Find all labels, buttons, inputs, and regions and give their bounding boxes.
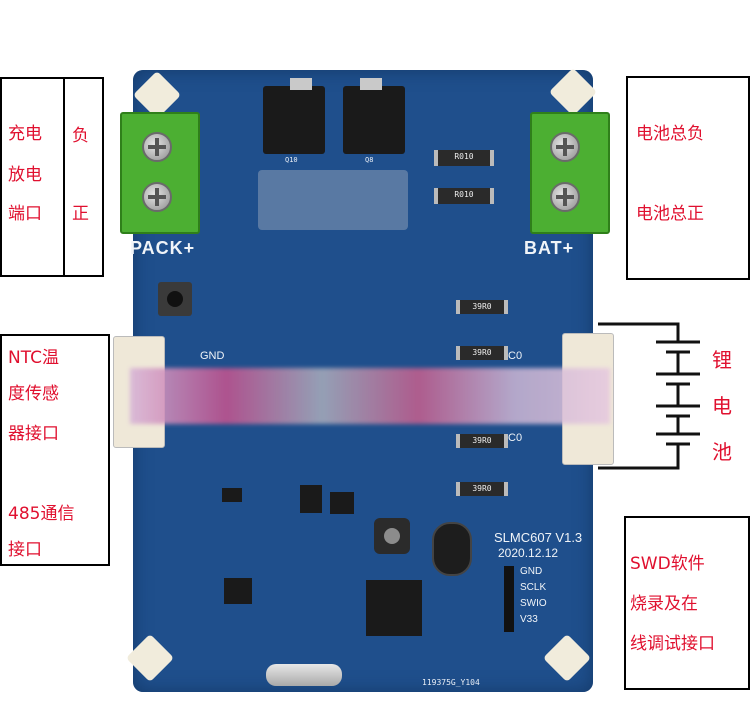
shunt-resistor: R010: [434, 188, 494, 204]
blurred-chip-band: [130, 368, 610, 424]
swd-text-1: SWD软件: [630, 554, 705, 574]
rs485-text-2: 接口: [8, 540, 42, 560]
smd-component: [222, 488, 242, 502]
mosfet-label: Q8: [365, 156, 374, 164]
battery-label-2: 电: [712, 394, 732, 418]
rs485-text-1: 485通信: [8, 504, 75, 524]
electrolytic-capacitor: [432, 522, 472, 576]
screw-icon: [142, 132, 172, 162]
board-code: 119375G_Y104: [422, 678, 480, 687]
board-model-label: SLMC607 V1.3: [494, 530, 583, 545]
mosfet-q10: [263, 86, 325, 154]
bat-plus-label: BAT+: [524, 238, 575, 258]
battery-total-negative: 电池总负: [636, 124, 704, 144]
pack-plus-label: PACK+: [130, 238, 196, 258]
ntc-485-box: [0, 334, 110, 566]
screw-icon: [550, 132, 580, 162]
copper-pour: [258, 170, 408, 230]
mosfet-tab: [360, 78, 382, 90]
smd-component: [330, 492, 354, 514]
ic-u4: [224, 578, 252, 604]
polarity-box: [63, 77, 104, 277]
ntc-text-2: 度传感: [8, 384, 59, 404]
ntc-text-1: NTC温: [8, 348, 59, 368]
screw-icon: [550, 182, 580, 212]
polarity-positive: 正: [72, 204, 89, 224]
board-date-label: 2020.12.12: [498, 546, 559, 560]
mosfet-q8: [343, 86, 405, 154]
swd-box: [624, 516, 750, 690]
ntc-text-3: 器接口: [8, 424, 59, 444]
crystal-x1: [266, 664, 342, 686]
button-cap: [167, 291, 183, 307]
mcu-u3: [366, 580, 422, 636]
polarity-negative: 负: [72, 126, 89, 146]
balance-resistor: 39R0: [456, 482, 508, 496]
battery-total-positive: 电池总正: [636, 204, 704, 224]
shunt-resistor: R010: [434, 150, 494, 166]
smd-component: [300, 485, 322, 513]
battery-terminal-block[interactable]: [530, 112, 610, 234]
pin-label-v33: V33: [520, 614, 538, 625]
battery-total-box: [626, 76, 750, 280]
swd-header-j3[interactable]: [504, 566, 514, 632]
charge-port-text-2: 放电: [8, 165, 42, 185]
balance-resistor: 39R0: [456, 434, 508, 448]
battery-symbol-icon: [598, 322, 700, 470]
swd-text-2: 烧录及在: [630, 594, 698, 614]
pin-label-gnd: GND: [520, 566, 543, 577]
battery-label-3: 池: [712, 440, 732, 464]
balance-resistor: 39R0: [456, 300, 508, 314]
battery-label-1: 锂: [712, 348, 732, 372]
co-label: C0: [508, 350, 523, 362]
charge-port-text-1: 充电: [8, 124, 42, 144]
gnd-label: GND: [200, 350, 225, 362]
co-label: C0: [508, 432, 523, 444]
balance-resistor: 39R0: [456, 346, 508, 360]
charge-terminal-block[interactable]: [120, 112, 200, 234]
mosfet-tab: [290, 78, 312, 90]
mosfet-label: Q10: [285, 156, 298, 164]
inductor-core: [384, 528, 400, 544]
charge-port-text-3: 端口: [8, 204, 42, 224]
screw-icon: [142, 182, 172, 212]
swd-text-3: 线调试接口: [630, 634, 715, 654]
pin-label-sclk: SCLK: [520, 582, 547, 593]
pin-label-swio: SWIO: [520, 598, 547, 609]
